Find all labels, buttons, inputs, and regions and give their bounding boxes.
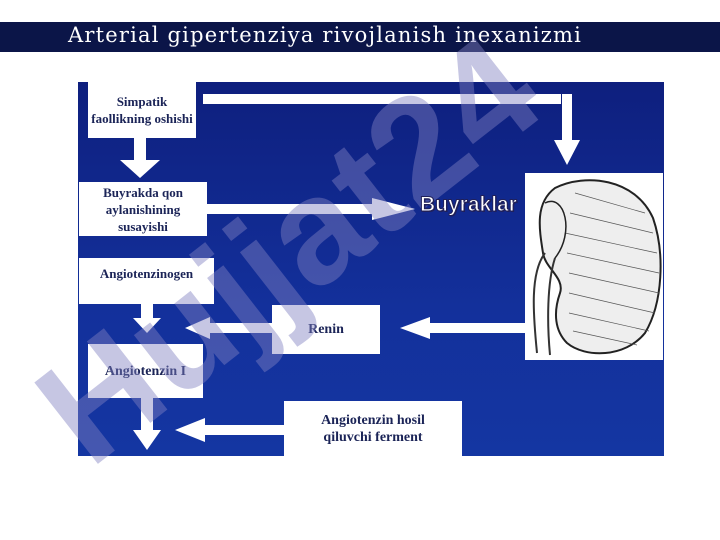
arrow-to-buyraklar: [207, 198, 415, 220]
box-angiotenzinogen: Angiotenzinogen: [79, 258, 214, 304]
arrow-simpatik-to-kidney-bar: [203, 94, 561, 104]
arrow-angiotenzin1-down: [133, 398, 161, 450]
arrow-kidney-to-renin: [400, 317, 525, 339]
kidney-label: Buyraklar: [420, 193, 518, 217]
kidney-image: [525, 173, 663, 360]
arrow-ferment-to-left: [175, 418, 284, 442]
box-ferment: Angiotenzin hosil qiluvchi ferment: [284, 401, 462, 456]
box-renin: Renin: [272, 305, 380, 354]
arrow-angiotenzinogen-down: [133, 304, 161, 333]
box-simpatik: Simpatik faollikning oshishi: [88, 82, 196, 138]
box-buyrakda: Buyrakda qon aylanishining susayishi: [79, 182, 207, 236]
arrow-down-to-kidney: [554, 94, 580, 165]
arrow-simpatik-down: [120, 138, 160, 178]
arrow-renin-to-left: [185, 317, 272, 339]
slide-title: Arterial gipertenziya rivojlanish inexan…: [68, 23, 583, 47]
watermark: Hujjat24: [6, 4, 569, 496]
kidney-drawing: [532, 179, 662, 356]
box-angiotenzin-1: Angiotenzin I: [88, 344, 203, 398]
title-bar: Arterial gipertenziya rivojlanish inexan…: [0, 22, 720, 52]
